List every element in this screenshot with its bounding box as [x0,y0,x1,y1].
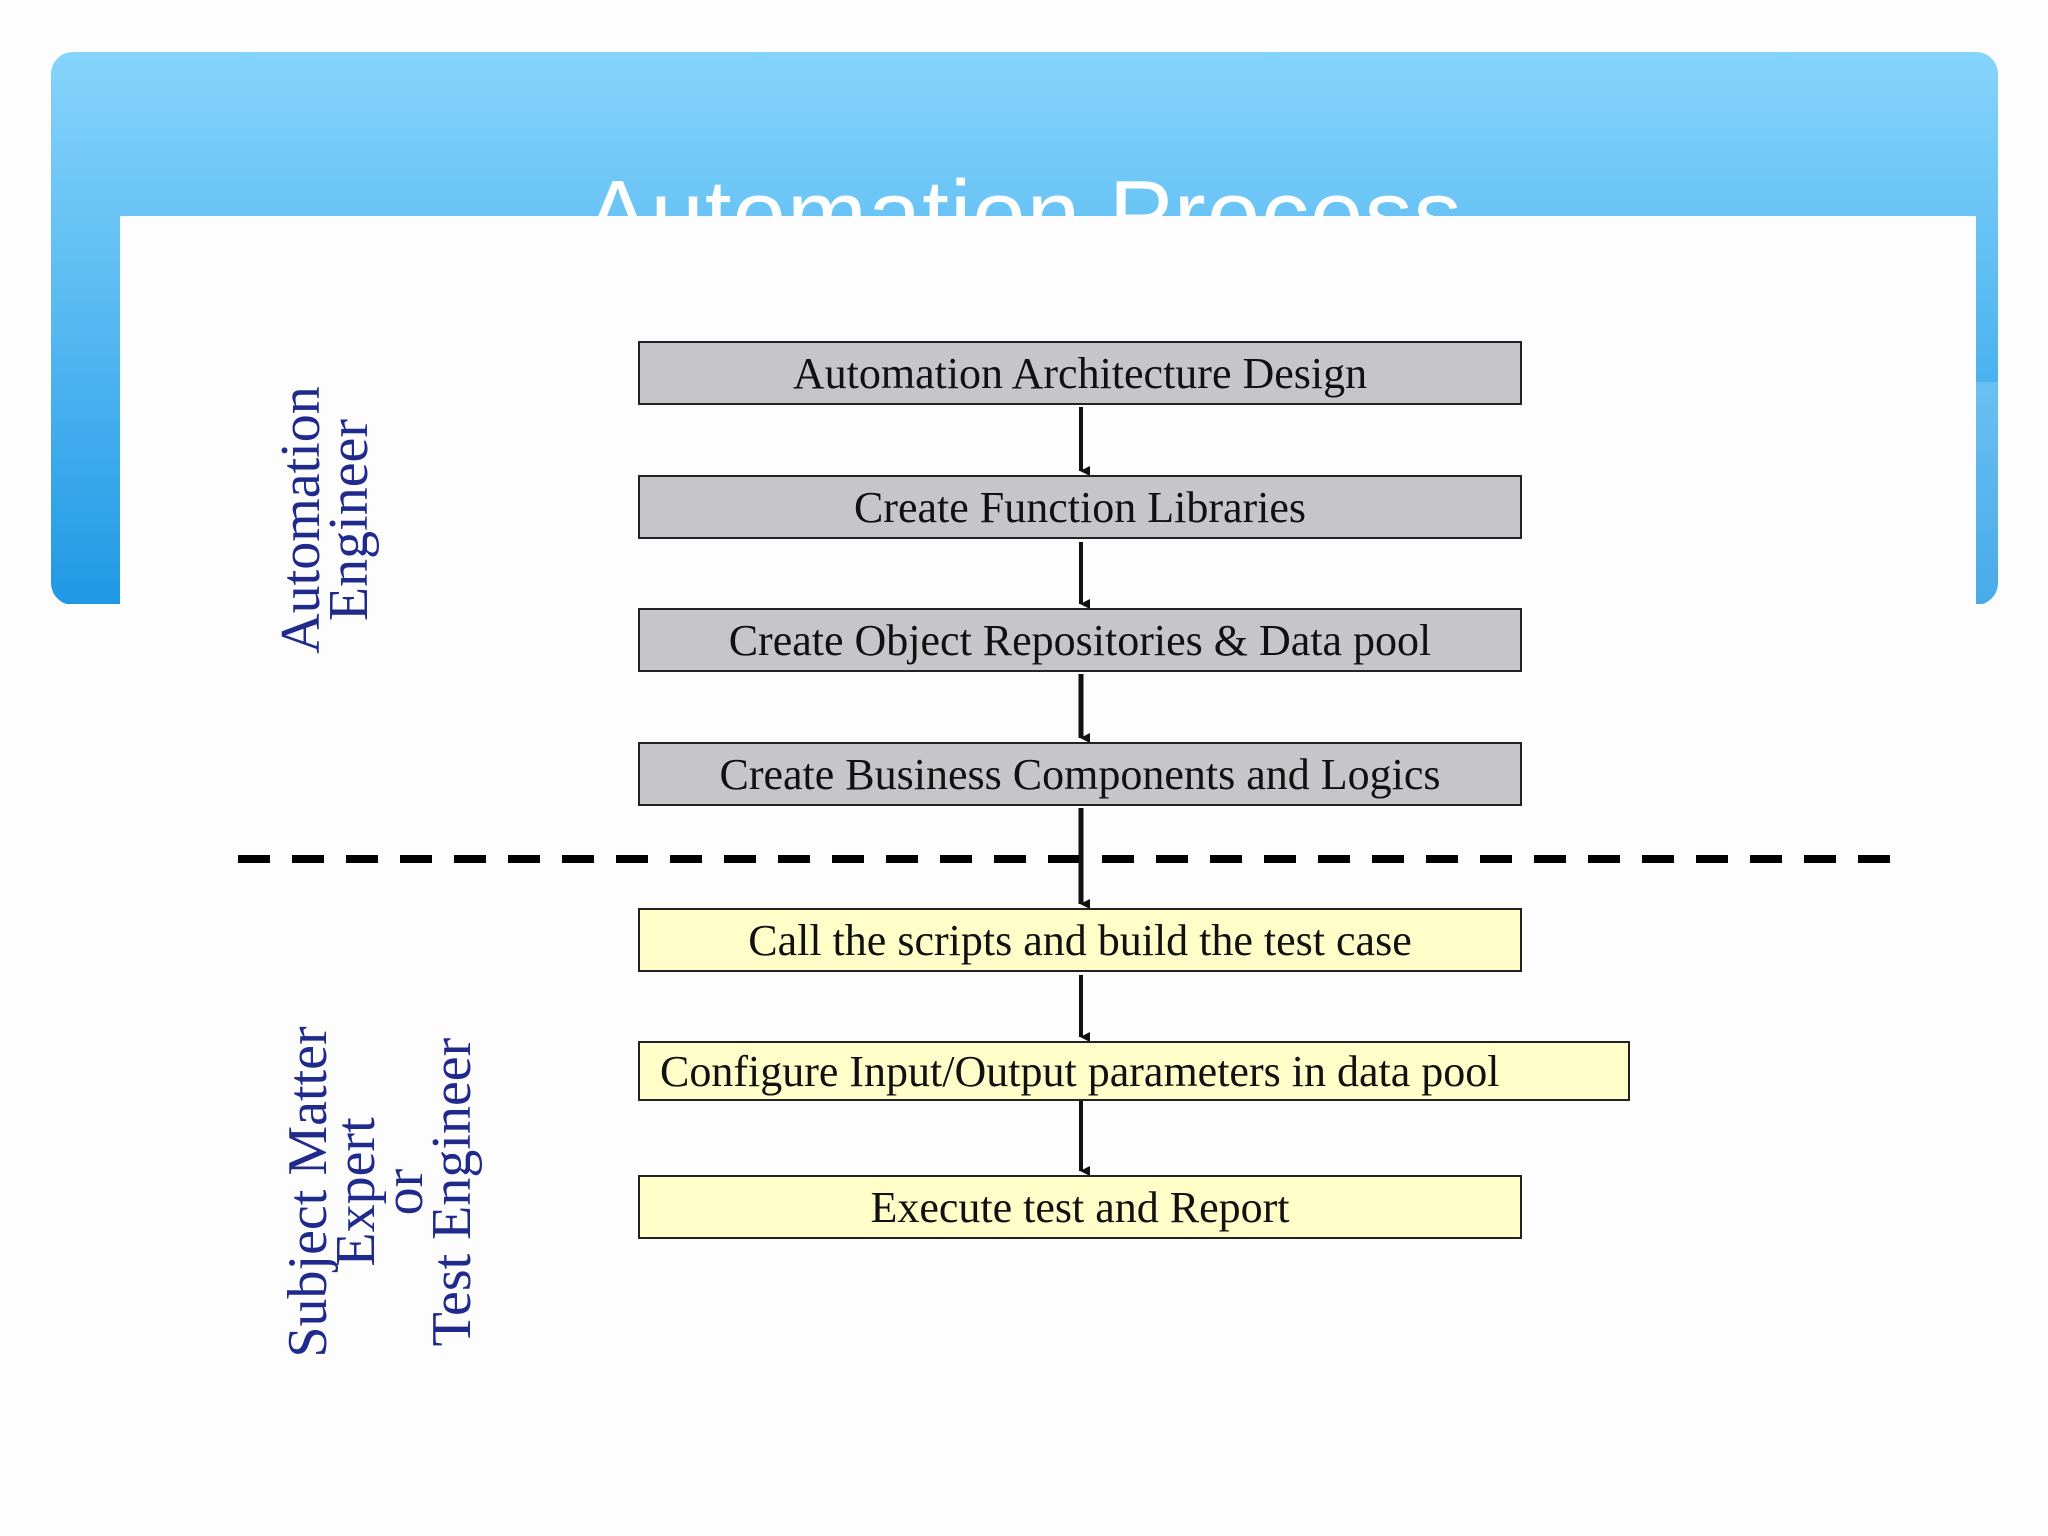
role-label-line: Test Engineer [421,1037,483,1347]
role-label-line: Engineer [318,418,380,622]
step-create-object-repositories: Create Object Repositories & Data pool [638,608,1522,672]
step-execute-test-and-report: Execute test and Report [638,1175,1522,1239]
step-automation-architecture-design: Automation Architecture Design [638,341,1522,405]
role-label-automation-engineer: Automation Engineer [270,386,380,654]
role-label-sme: Subject Matter Expert or Test Engineer [277,1026,483,1357]
step-configure-io-parameters: Configure Input/Output parameters in dat… [638,1041,1630,1101]
content-card [50,216,1998,1536]
step-call-scripts-build-test-case: Call the scripts and build the test case [638,908,1522,972]
step-create-business-components: Create Business Components and Logics [638,742,1522,806]
step-create-function-libraries: Create Function Libraries [638,475,1522,539]
